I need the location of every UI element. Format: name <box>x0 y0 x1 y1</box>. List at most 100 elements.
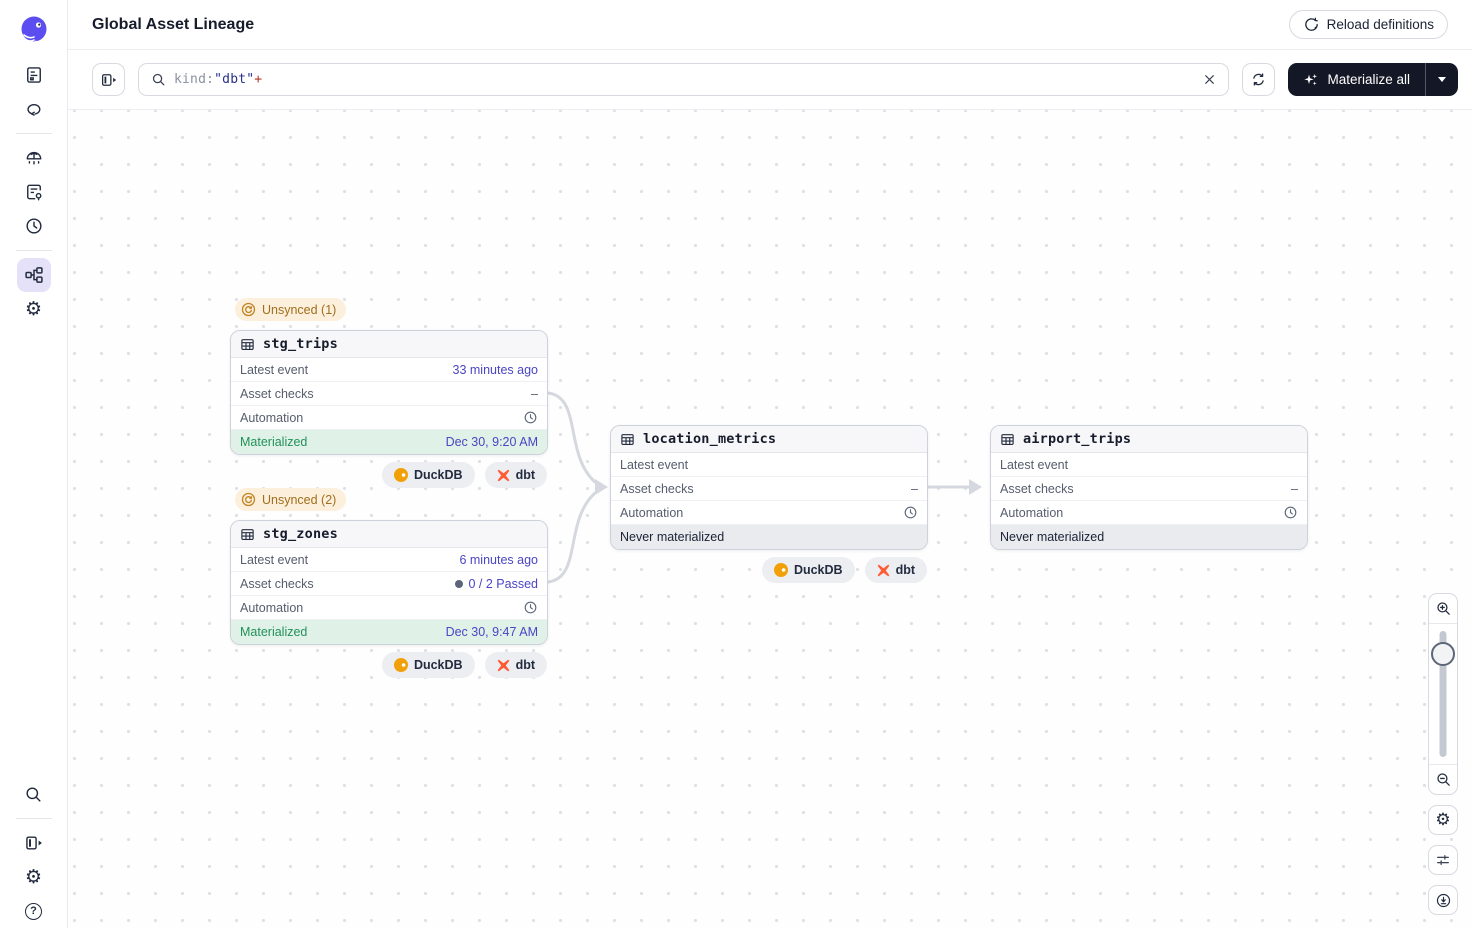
lineage-toolbar: kind:"dbt"+ Mater <box>68 50 1472 110</box>
kind-tag-dbt[interactable]: dbt <box>484 652 547 678</box>
sidebar-item-schedules[interactable] <box>17 209 51 243</box>
asset-checks-label: Asset checks <box>240 576 314 591</box>
refresh-graph-button[interactable] <box>1242 63 1276 96</box>
sidebar-divider <box>15 133 52 134</box>
table-icon <box>240 337 255 352</box>
asset-checks-row: Asset checks 0 / 2 Passed <box>231 572 547 596</box>
materialize-all-label: Materialize all <box>1327 72 1410 87</box>
unsynced-badge-label: Unsynced (2) <box>262 492 337 507</box>
asset-checks-value: – <box>531 386 538 401</box>
asset-node-airport-trips[interactable]: airport_trips Latest event Asset checks … <box>990 425 1308 550</box>
sidebar-item-deployment[interactable] <box>17 141 51 175</box>
latest-event-value[interactable]: 33 minutes ago <box>452 362 538 377</box>
kind-tag-dbt[interactable]: dbt <box>484 462 547 488</box>
latest-event-label: Latest event <box>620 457 689 472</box>
asset-checks-row: Asset checks – <box>991 477 1307 501</box>
dbt-icon <box>877 564 890 577</box>
kind-tag-dbt[interactable]: dbt <box>864 557 927 583</box>
automation-label: Automation <box>240 600 304 615</box>
kind-tag-label: dbt <box>515 468 535 482</box>
automation-row: Automation <box>611 501 927 525</box>
asset-search-input[interactable]: kind:"dbt"+ <box>138 63 1230 96</box>
materialize-all-button[interactable]: Materialize all <box>1288 63 1425 96</box>
materialize-options-button[interactable] <box>1426 63 1458 96</box>
gear-icon: ⚙ <box>1435 809 1451 830</box>
kind-tag-duckdb[interactable]: DuckDB <box>381 652 475 678</box>
sidebar-item-settings[interactable]: ⚙ <box>17 292 51 326</box>
asset-checks-value[interactable]: 0 / 2 Passed <box>454 577 538 591</box>
sidebar-help-button[interactable]: ? <box>17 894 51 928</box>
zoom-slider-handle[interactable] <box>1431 642 1455 666</box>
latest-event-row: Latest event <box>991 453 1307 477</box>
automation-label: Automation <box>1000 505 1064 520</box>
asset-node-header: stg_zones <box>231 521 547 548</box>
zoom-slider-track[interactable] <box>1439 631 1447 757</box>
zoom-out-button[interactable] <box>1429 764 1457 794</box>
duckdb-icon <box>773 563 788 577</box>
clear-search-button[interactable] <box>1203 73 1216 86</box>
graph-filters-button[interactable] <box>1428 845 1458 875</box>
materialization-status-row: Materialized Dec 30, 9:20 AM <box>231 430 547 454</box>
automation-row: Automation <box>231 406 547 430</box>
sidebar-item-lineage[interactable] <box>16 258 51 292</box>
zoom-in-button[interactable] <box>1429 594 1457 624</box>
lineage-canvas[interactable]: Unsynced (1) stg_trips Latest event 33 m… <box>68 110 1472 928</box>
latest-event-row: Latest event <box>611 453 927 477</box>
sidebar-item-assets[interactable] <box>17 58 51 92</box>
table-icon <box>240 527 255 542</box>
asset-checks-label: Asset checks <box>240 386 314 401</box>
kind-tag-duckdb[interactable]: DuckDB <box>761 557 855 583</box>
reload-definitions-label: Reload definitions <box>1326 17 1434 32</box>
asset-node-stg-trips[interactable]: Unsynced (1) stg_trips Latest event 33 m… <box>230 298 548 488</box>
expand-panel-icon <box>100 71 118 89</box>
dagster-logo[interactable] <box>19 15 49 45</box>
kind-tag-label: dbt <box>515 658 535 672</box>
clock-icon[interactable] <box>1283 505 1298 520</box>
zoom-control-panel <box>1428 593 1458 795</box>
sidebar: ⚙ ⚙ ? <box>0 0 68 928</box>
status-timestamp[interactable]: Dec 30, 9:47 AM <box>445 625 538 639</box>
open-left-panel-button[interactable] <box>92 63 125 96</box>
unsynced-badge[interactable]: Unsynced (2) <box>235 488 347 511</box>
latest-event-label: Latest event <box>1000 457 1069 472</box>
deployment-icon <box>24 148 44 168</box>
sidebar-user-settings-button[interactable]: ⚙ <box>17 860 51 894</box>
table-icon <box>620 432 635 447</box>
asset-node-location-metrics[interactable]: location_metrics Latest event Asset chec… <box>610 425 928 583</box>
reload-definitions-button[interactable]: Reload definitions <box>1288 10 1448 39</box>
edge-stg-zones-to-location-metrics <box>546 491 597 584</box>
sidebar-search-button[interactable] <box>17 777 51 811</box>
asset-node-stg-zones[interactable]: Unsynced (2) stg_zones Latest event 6 mi… <box>230 488 548 678</box>
asset-name: stg_trips <box>263 336 338 352</box>
zoom-slider[interactable] <box>1429 624 1457 764</box>
duckdb-icon <box>393 468 408 482</box>
graph-settings-button[interactable]: ⚙ <box>1428 805 1458 835</box>
status-timestamp[interactable]: Dec 30, 9:20 AM <box>445 435 538 449</box>
clock-icon[interactable] <box>903 505 918 520</box>
latest-event-value[interactable]: 6 minutes ago <box>459 552 538 567</box>
asset-name: airport_trips <box>1023 431 1132 447</box>
dbt-icon <box>497 659 510 672</box>
recenter-view-button[interactable] <box>1428 885 1458 915</box>
page-title: Global Asset Lineage <box>92 15 255 33</box>
unsynced-badge[interactable]: Unsynced (1) <box>235 298 347 321</box>
materialize-all-split-button: Materialize all <box>1288 63 1458 96</box>
sidebar-divider <box>15 250 52 251</box>
unsynced-badge-label: Unsynced (1) <box>262 302 337 317</box>
sidebar-divider <box>15 818 52 819</box>
sync-icon <box>241 302 256 317</box>
asset-checks-label: Asset checks <box>620 481 694 496</box>
materialization-status-row: Materialized Dec 30, 9:47 AM <box>231 620 547 644</box>
clock-icon[interactable] <box>523 600 538 615</box>
gear-icon: ⚙ <box>24 865 43 888</box>
dbt-icon <box>497 469 510 482</box>
reload-icon <box>1303 16 1320 33</box>
automation-label: Automation <box>240 410 304 425</box>
clock-icon[interactable] <box>523 410 538 425</box>
lineage-icon <box>24 265 44 285</box>
sidebar-item-jobs[interactable] <box>17 175 51 209</box>
sidebar-item-runs[interactable] <box>17 92 51 126</box>
kind-tag-duckdb[interactable]: DuckDB <box>381 462 475 488</box>
sidebar-collapse-button[interactable] <box>17 826 51 860</box>
status-label: Materialized <box>240 435 308 449</box>
